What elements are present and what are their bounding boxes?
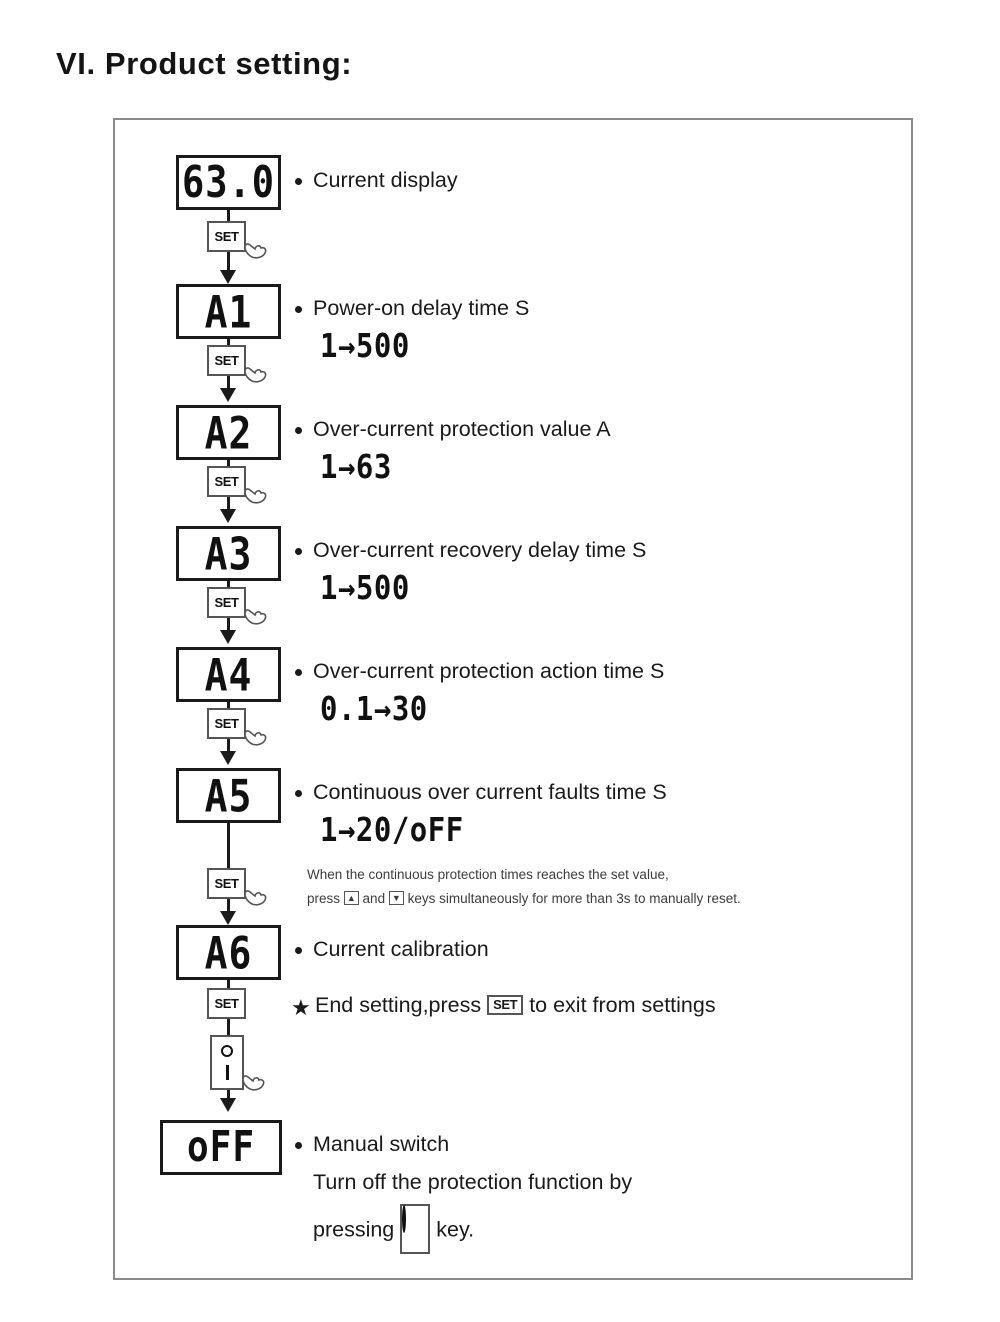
- down-arrow-key-icon[interactable]: ▼: [388, 891, 404, 906]
- flow-connector: [227, 1090, 230, 1102]
- display-value: A6: [204, 926, 253, 979]
- step-range-a1: 1→500: [320, 327, 410, 366]
- step-label-a2: Over-current protection value A: [313, 417, 611, 441]
- display-value: 63.0: [181, 157, 276, 208]
- flow-connector: [227, 497, 230, 513]
- set-key-4[interactable]: SET: [207, 587, 246, 618]
- reset-note-text-b: and: [362, 891, 386, 906]
- set-key-6[interactable]: SET: [207, 868, 246, 899]
- bullet-icon: [295, 178, 302, 185]
- step-label-a1: Power-on delay time S: [313, 296, 530, 320]
- star-icon: ★: [291, 995, 311, 1020]
- flow-connector: [227, 980, 230, 995]
- step-range-a2: 1→63: [320, 448, 392, 487]
- flow-arrowhead: [220, 509, 236, 523]
- flow-arrowhead: [220, 270, 236, 284]
- flow-arrowhead: [220, 751, 236, 765]
- step-label-a5: Continuous over current faults time S: [313, 780, 667, 804]
- flow-connector: [227, 252, 230, 274]
- power-key-o-icon: [402, 1205, 407, 1233]
- manual-switch-text-b: key.: [436, 1217, 475, 1242]
- inline-power-o-i-key-icon[interactable]: [400, 1204, 431, 1254]
- flow-connector: [227, 618, 230, 634]
- reset-note-text-c: keys simultaneously for more than 3s to …: [407, 891, 741, 906]
- step-range-a5: 1→20/oFF: [320, 811, 464, 850]
- display-value: oFF: [186, 1122, 256, 1172]
- flow-connector: [227, 1019, 230, 1041]
- manual-switch-text-a: pressing: [313, 1217, 395, 1242]
- bullet-icon: [295, 548, 302, 555]
- display-box-a5: A5: [176, 768, 281, 823]
- reset-note-line2: press ▲ and ▼ keys simultaneously for mo…: [307, 889, 741, 910]
- flow-arrowhead: [220, 630, 236, 644]
- bullet-icon: [295, 306, 302, 313]
- settings-flow-diagram: 63.0 Current display SET A1 Power-on del…: [115, 120, 915, 1282]
- step-range-a4: 0.1→30: [320, 690, 428, 729]
- display-value: A3: [204, 527, 253, 580]
- flow-connector: [227, 899, 230, 915]
- bullet-icon: [295, 427, 302, 434]
- bullet-icon: [295, 947, 302, 954]
- set-key-7[interactable]: SET: [207, 988, 246, 1019]
- flow-arrowhead: [220, 388, 236, 402]
- reset-note-line1: When the continuous protection times rea…: [307, 867, 669, 882]
- power-key-i-icon: [225, 1065, 229, 1080]
- up-arrow-key-icon[interactable]: ▲: [343, 891, 359, 906]
- display-box-a1: A1: [176, 284, 281, 339]
- set-key-2[interactable]: SET: [207, 345, 246, 376]
- flow-arrowhead: [220, 1098, 236, 1112]
- power-o-i-key-flow[interactable]: [210, 1035, 244, 1090]
- flow-arrowhead: [220, 911, 236, 925]
- manual-switch-line2: pressing key.: [313, 1204, 475, 1256]
- manual-switch-line1: Turn off the protection function by: [313, 1170, 633, 1194]
- power-key-o-icon: [221, 1045, 233, 1057]
- step-label-a4: Over-current protection action time S: [313, 659, 665, 683]
- flow-connector: [227, 739, 230, 755]
- display-box-a4: A4: [176, 647, 281, 702]
- step-label-a3: Over-current recovery delay time S: [313, 538, 647, 562]
- display-value: A4: [204, 648, 253, 701]
- step-label-a6: Current calibration: [313, 937, 489, 961]
- bullet-icon: [295, 1142, 302, 1149]
- set-key-1[interactable]: SET: [207, 221, 246, 252]
- page-title: VI. Product setting:: [56, 46, 353, 81]
- flow-connector: [227, 823, 230, 876]
- reset-note-text-a: press: [307, 891, 341, 906]
- display-box-a2: A2: [176, 405, 281, 460]
- display-value: A5: [204, 769, 253, 822]
- step-label-current-display: Current display: [313, 168, 458, 192]
- display-value: A2: [204, 406, 253, 459]
- end-setting-text: End setting,press SET to exit from setti…: [315, 992, 716, 1019]
- step-range-a3: 1→500: [320, 569, 410, 608]
- display-value: A1: [204, 285, 253, 338]
- set-key-5[interactable]: SET: [207, 708, 246, 739]
- display-box-current: 63.0: [176, 155, 281, 210]
- bullet-icon: [295, 790, 302, 797]
- end-setting-text-a: End setting,press: [315, 993, 482, 1017]
- product-setting-panel: 63.0 Current display SET A1 Power-on del…: [113, 118, 913, 1280]
- step-label-manual-switch: Manual switch: [313, 1132, 450, 1156]
- inline-set-key-icon[interactable]: SET: [487, 995, 524, 1016]
- bullet-icon: [295, 669, 302, 676]
- display-box-a3: A3: [176, 526, 281, 581]
- display-box-a6: A6: [176, 925, 281, 980]
- display-box-off: oFF: [160, 1120, 282, 1175]
- flow-connector: [227, 376, 230, 392]
- end-setting-text-b: to exit from settings: [529, 993, 716, 1017]
- set-key-3[interactable]: SET: [207, 466, 246, 497]
